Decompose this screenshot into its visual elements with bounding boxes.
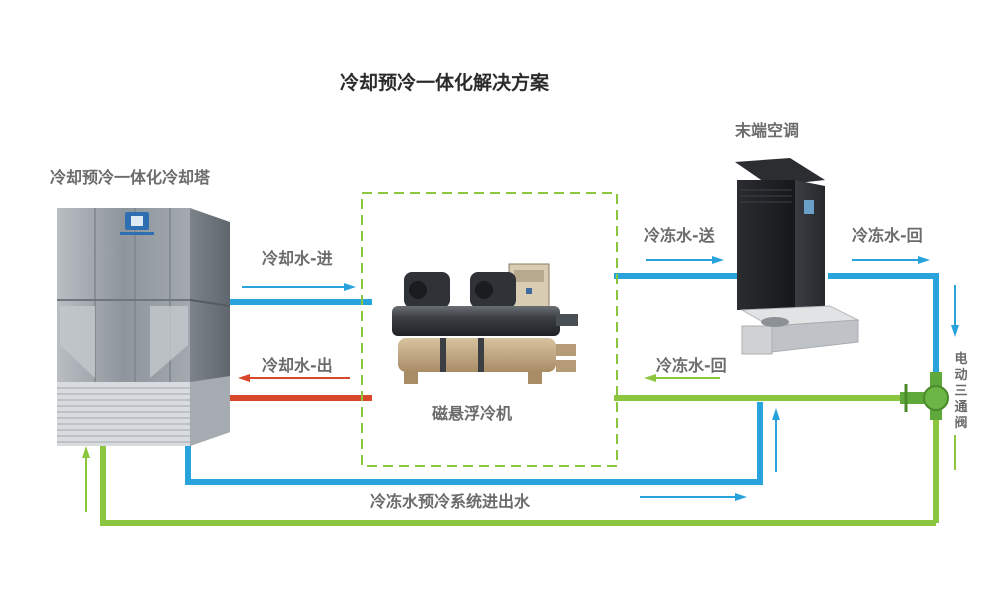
- pipe-green-bottom-loop: [100, 440, 936, 526]
- pipe-precool-loop: [185, 402, 763, 485]
- cooling-tower-illustration: [57, 208, 231, 446]
- arrow-green-up-head: [82, 446, 90, 458]
- arrow-cooling-out-head: [238, 374, 250, 382]
- terminal-ac-illustration: [735, 158, 860, 355]
- arrow-precool-right-head: [735, 493, 747, 501]
- arrow-cooling-in-head: [344, 283, 356, 291]
- label-chilled-water-supply: 冷冻水-送: [644, 226, 715, 245]
- arrow-chilled-return-mid-head: [644, 374, 656, 382]
- label-cooling-water-in: 冷却水-进: [262, 249, 333, 268]
- maglev-chiller-illustration: [392, 263, 578, 384]
- arrow-precool-up-head: [772, 408, 780, 420]
- pipe-chilled-water-return-right: [828, 273, 939, 372]
- label-chilled-water-return-mid: 冷冻水-回: [656, 356, 727, 375]
- three-way-valve-illustration: [900, 372, 949, 420]
- label-terminal-ac: 末端空调: [735, 121, 800, 140]
- label-precool-system: 冷冻水预冷系统进出水: [370, 492, 531, 511]
- label-cooling-water-out: 冷却水-出: [262, 356, 333, 375]
- arrow-chilled-return-right-head: [918, 256, 930, 264]
- arrow-right-down-head: [951, 325, 959, 337]
- arrow-chilled-supply-head: [712, 256, 724, 264]
- chiller-dashed-boundary: [361, 192, 618, 467]
- label-three-way-valve: 电动三通阀: [954, 352, 968, 431]
- label-maglev-chiller: 磁悬浮冷机: [432, 404, 513, 423]
- label-chilled-water-return-right: 冷冻水-回: [852, 226, 923, 245]
- label-cooling-tower: 冷却预冷一体化冷却塔: [50, 168, 211, 187]
- diagram-title: 冷却预冷一体化解决方案: [340, 72, 550, 94]
